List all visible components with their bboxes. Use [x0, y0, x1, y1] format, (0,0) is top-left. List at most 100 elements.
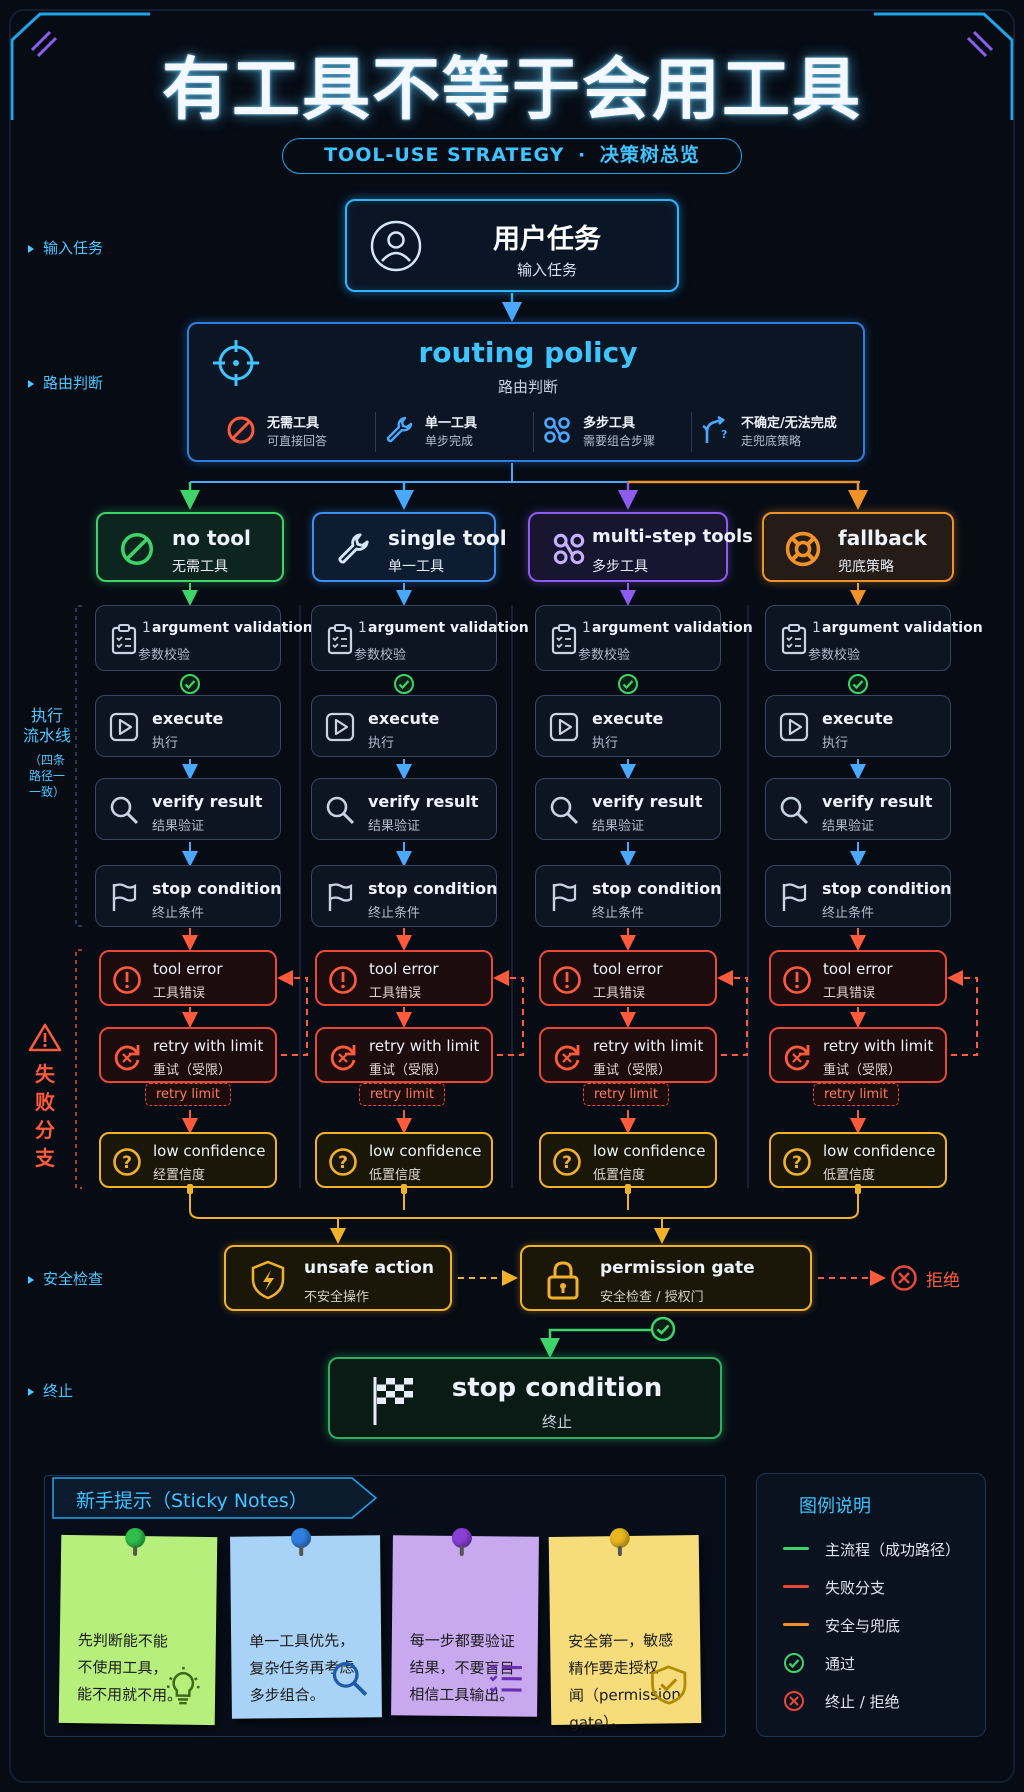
chain-icon [550, 530, 588, 572]
step-number: 1 [358, 620, 367, 636]
branch-sub: 单一工具 [388, 559, 444, 575]
play-icon [778, 711, 810, 747]
failure-sub: 低置信度 [823, 1168, 876, 1183]
lightbulb-icon [163, 1665, 204, 1715]
failure-sub: 经置信度 [153, 1168, 206, 1183]
step-title: verify result [822, 792, 933, 811]
play-icon [108, 711, 140, 747]
tips-header: 新手提示（Sticky Notes） [52, 1477, 378, 1519]
routing-option-sub: 可直接回答 [267, 434, 328, 448]
failure-title: low confidence [823, 1142, 936, 1160]
step-title: argument validation [368, 620, 529, 636]
failure-1-col-2: retry with limit 重试（受限） [539, 1027, 717, 1083]
step-sub: 结果验证 [152, 819, 205, 834]
flag-icon [108, 881, 140, 917]
legend-item-label: 安全与兜底 [825, 1617, 901, 1635]
play-icon [324, 711, 356, 747]
branch-sub: 无需工具 [172, 559, 228, 575]
failure-sub: 工具错误 [823, 986, 876, 1001]
step-1-col-3: execute 执行 [765, 695, 951, 757]
step-0-col-0: 1 argument validation 参数校验 [95, 605, 313, 671]
routing-option-divider [691, 412, 692, 452]
failure-sub: 低置信度 [369, 1168, 422, 1183]
failure-title: low confidence [369, 1142, 482, 1160]
svg-text:?: ? [338, 1153, 348, 1173]
failure-0-col-3: tool error 工具错误 [769, 950, 947, 1006]
routing-option-title: 不确定/无法完成 [741, 416, 837, 431]
bus-node [401, 1184, 407, 1194]
step-number: 1 [582, 620, 591, 636]
step-sub: 参数校验 [578, 648, 631, 663]
step-title: stop condition [822, 879, 952, 898]
no-entry-icon [118, 530, 156, 572]
retry-limit-tag: retry limit [145, 1083, 231, 1106]
step-title: argument validation [592, 620, 753, 636]
check-icon [847, 673, 869, 699]
legend-title: 图例说明 [799, 1496, 871, 1517]
failure-sub: 低置信度 [593, 1168, 646, 1183]
branch-sub: 多步工具 [592, 559, 648, 575]
alert-circle-icon [781, 964, 813, 1000]
retry-limit-tag: retry limit [583, 1083, 669, 1106]
failure-0-col-0: tool error 工具错误 [99, 950, 277, 1006]
magnifier-icon [324, 794, 356, 830]
flag-icon [778, 881, 810, 917]
step-sub: 执行 [822, 736, 849, 751]
magnifier-icon [778, 794, 810, 830]
routing-option-title: 无需工具 [267, 416, 320, 431]
side-label-failure: 失 败 分 支 [35, 1062, 55, 1170]
retry-limit-tag: retry limit [359, 1083, 445, 1106]
routing-option-sub: 走兜底策略 [741, 434, 802, 448]
failure-title: tool error [593, 960, 663, 978]
step-2-col-1: verify result 结果验证 [311, 778, 497, 840]
side-label-input: 输入任务 [28, 237, 103, 258]
pin-icon [125, 1527, 146, 1549]
failure-sub: 工具错误 [153, 986, 206, 1001]
clipboard-icon [108, 623, 140, 659]
branch-no-tool: no tool 无需工具 [96, 512, 284, 582]
legend-item-label: 通过 [825, 1655, 856, 1673]
failure-title: retry with limit [369, 1037, 480, 1055]
step-2-col-3: verify result 结果验证 [765, 778, 951, 840]
question-icon: ? [327, 1146, 359, 1182]
step-2-col-0: verify result 结果验证 [95, 778, 281, 840]
legend-item-label: 终止 / 拒绝 [825, 1693, 900, 1711]
question-icon: ? [111, 1146, 143, 1182]
magnifier-icon [548, 794, 580, 830]
sticky-note-3: 安全第一，敏感 精作要走授权 闻（permission gate）。 [548, 1527, 702, 1732]
step-sub: 执行 [152, 736, 179, 751]
step-1-col-0: execute 执行 [95, 695, 281, 757]
routing-option-divider [375, 412, 376, 452]
failure-title: tool error [153, 960, 223, 978]
step-title: argument validation [152, 620, 313, 636]
branch-title: no tool [172, 526, 251, 550]
shield-icon [250, 1260, 286, 1304]
routing-option-1: 单一工具 单步完成 [383, 410, 533, 454]
step-title: verify result [592, 792, 703, 811]
permission-title: permission gate [600, 1258, 755, 1278]
bus-node [187, 1184, 193, 1194]
flag-icon [548, 881, 580, 917]
failure-0-col-2: tool error 工具错误 [539, 950, 717, 1006]
svg-text:?: ? [792, 1153, 802, 1173]
step-sub: 结果验证 [822, 819, 875, 834]
wrench-icon [383, 414, 415, 450]
failure-0-col-1: tool error 工具错误 [315, 950, 493, 1006]
routing-option-sub: 单步完成 [425, 434, 474, 448]
routing-option-title: 多步工具 [583, 416, 636, 431]
routing-title: routing policy [418, 336, 638, 369]
subtitle-sep: · [578, 144, 587, 166]
routing-option-title: 单一工具 [425, 416, 478, 431]
failure-2-col-0: ? low confidence 经置信度 [99, 1132, 277, 1188]
step-sub: 结果验证 [592, 819, 645, 834]
clipboard-icon [548, 623, 580, 659]
failure-2-col-3: ? low confidence 低置信度 [769, 1132, 947, 1188]
pin-icon [451, 1527, 473, 1549]
legend-panel: 图例说明 主流程（成功路径）失败分支安全与兜底通过终止 / 拒绝 [756, 1473, 986, 1737]
side-label-end: 终止 [28, 1380, 73, 1401]
question-icon: ? [551, 1146, 583, 1182]
bus-node [625, 1184, 631, 1194]
lock-icon [546, 1259, 580, 1305]
failure-sub: 重试（受限） [153, 1063, 232, 1078]
branch-single-tool: single tool 单一工具 [312, 512, 507, 582]
